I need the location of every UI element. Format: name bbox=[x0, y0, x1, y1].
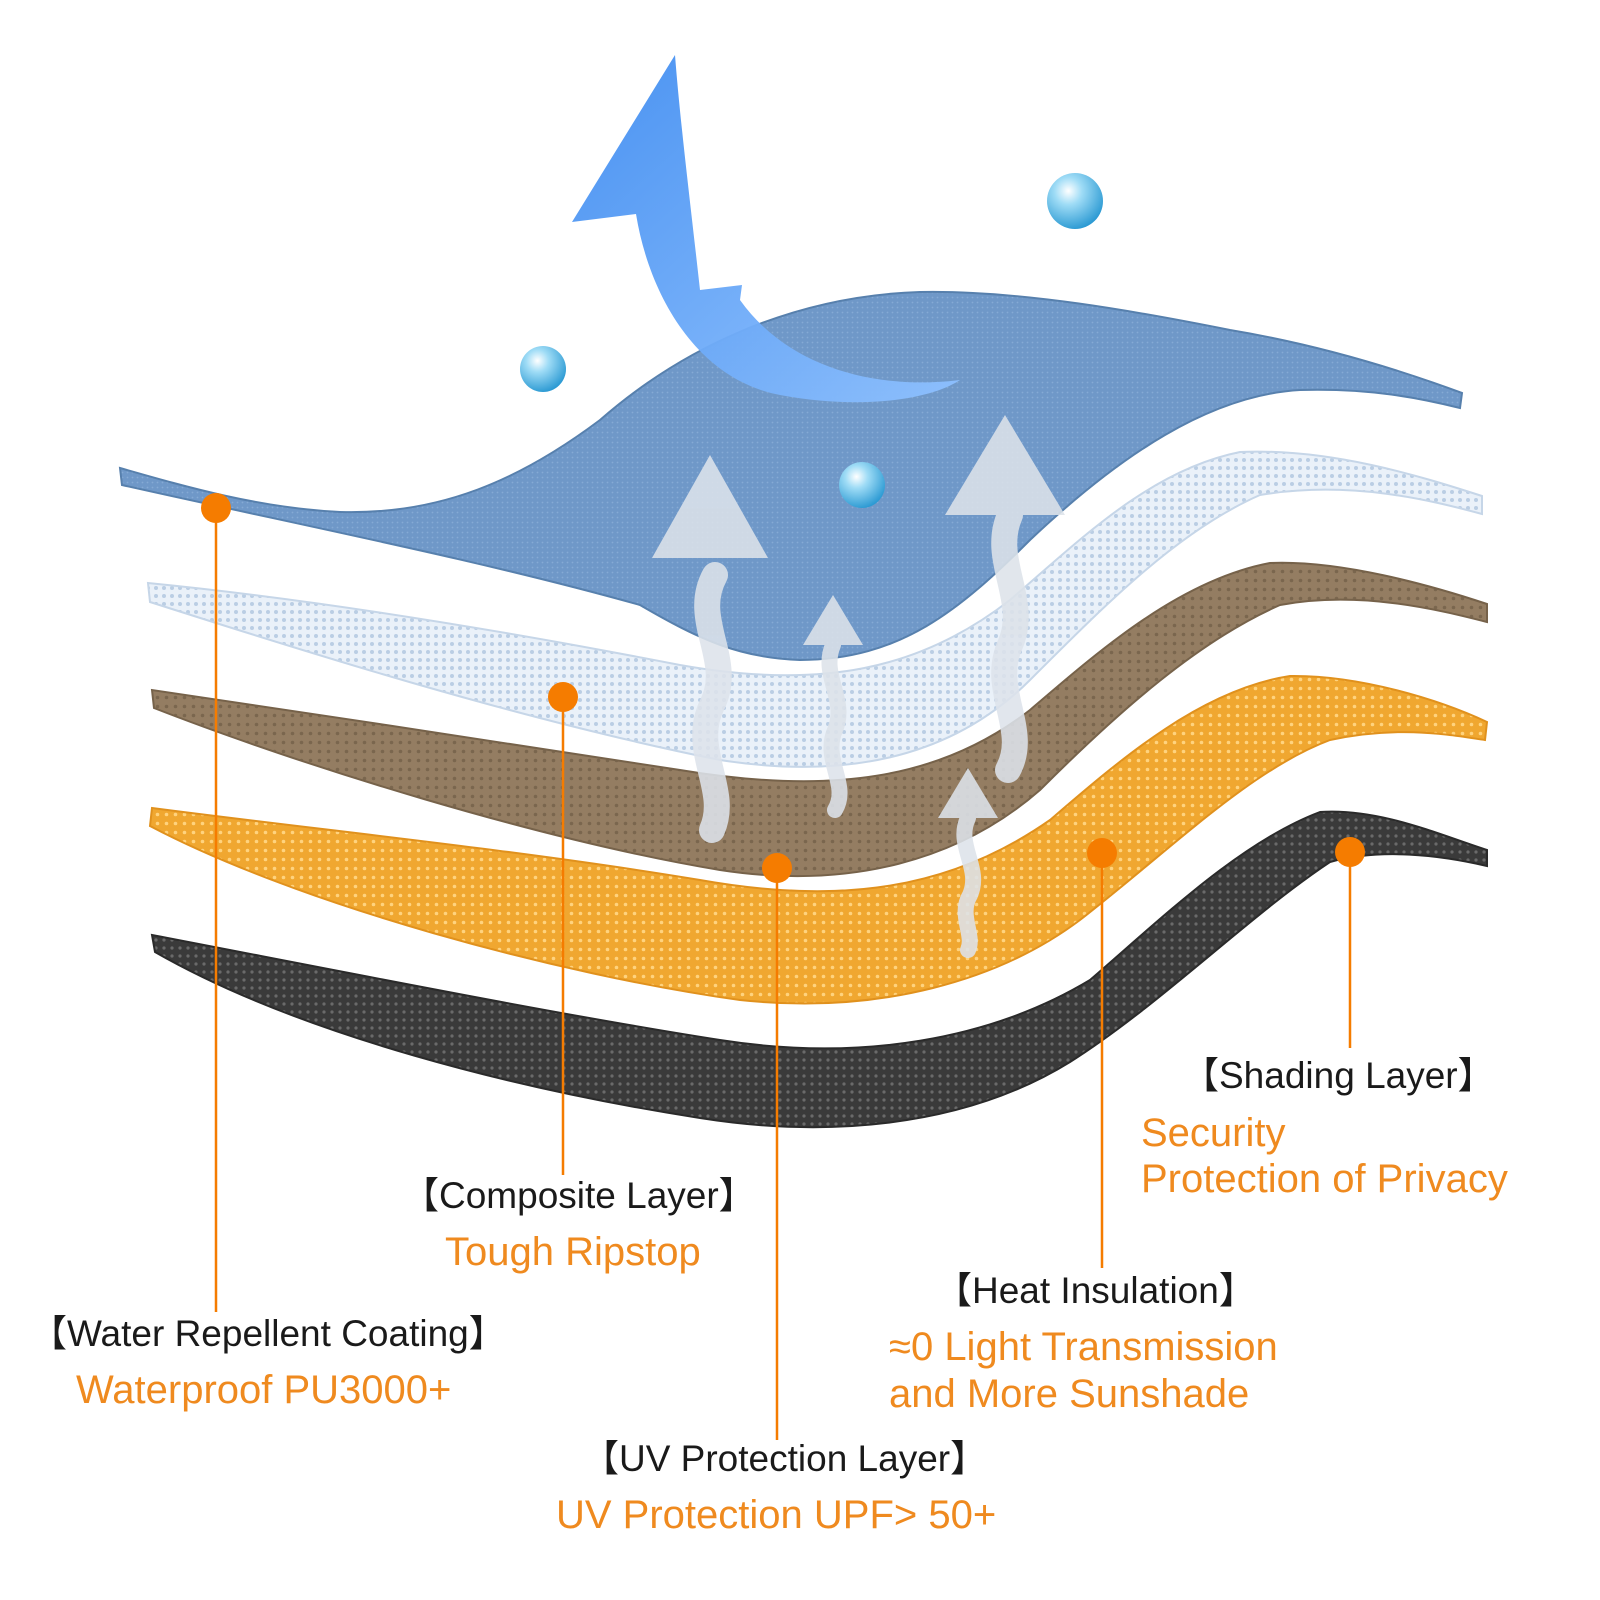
composite-subtitle: Tough Ripstop bbox=[445, 1230, 701, 1274]
marker-dot-heat bbox=[1087, 838, 1117, 868]
heat-title: 【Heat Insulation】 bbox=[935, 1270, 1256, 1311]
marker-dot-water bbox=[201, 493, 231, 523]
water-repellent-layer bbox=[118, 290, 1464, 662]
wind-arrow-icon bbox=[572, 55, 960, 403]
water-repellent-subtitle: Waterproof PU3000+ bbox=[76, 1368, 452, 1412]
water-droplet-icon bbox=[839, 462, 885, 508]
water-droplet-icon bbox=[1047, 173, 1103, 229]
shading-subtitle-line1: Security bbox=[1141, 1111, 1286, 1155]
uv-subtitle: UV Protection UPF> 50+ bbox=[556, 1493, 997, 1537]
uv-protection-layer bbox=[148, 674, 1489, 1005]
vapor-arrow-icon bbox=[938, 768, 998, 958]
vapor-arrow-icon bbox=[652, 455, 768, 843]
shading-subtitle-line2: Protection of Privacy bbox=[1141, 1157, 1508, 1201]
water-droplet-icon bbox=[520, 346, 566, 392]
marker-dot-composite bbox=[548, 682, 578, 712]
composite-title: 【Composite Layer】 bbox=[402, 1175, 756, 1216]
heat-subtitle-line2: and More Sunshade bbox=[889, 1372, 1250, 1416]
vapor-arrow-icon bbox=[945, 415, 1065, 783]
leader-lines bbox=[214, 508, 1352, 1440]
uv-title: 【UV Protection Layer】 bbox=[582, 1438, 988, 1479]
shading-layer bbox=[150, 810, 1488, 1129]
shading-title: 【Shading Layer】 bbox=[1182, 1055, 1495, 1096]
water-repellent-title: 【Water Repellent Coating】 bbox=[30, 1313, 506, 1354]
marker-dot-uv bbox=[762, 853, 792, 883]
marker-dot-shading bbox=[1335, 837, 1365, 867]
heat-subtitle-line1: ≈0 Light Transmission bbox=[889, 1325, 1278, 1369]
vapor-arrow-icon bbox=[803, 595, 863, 818]
